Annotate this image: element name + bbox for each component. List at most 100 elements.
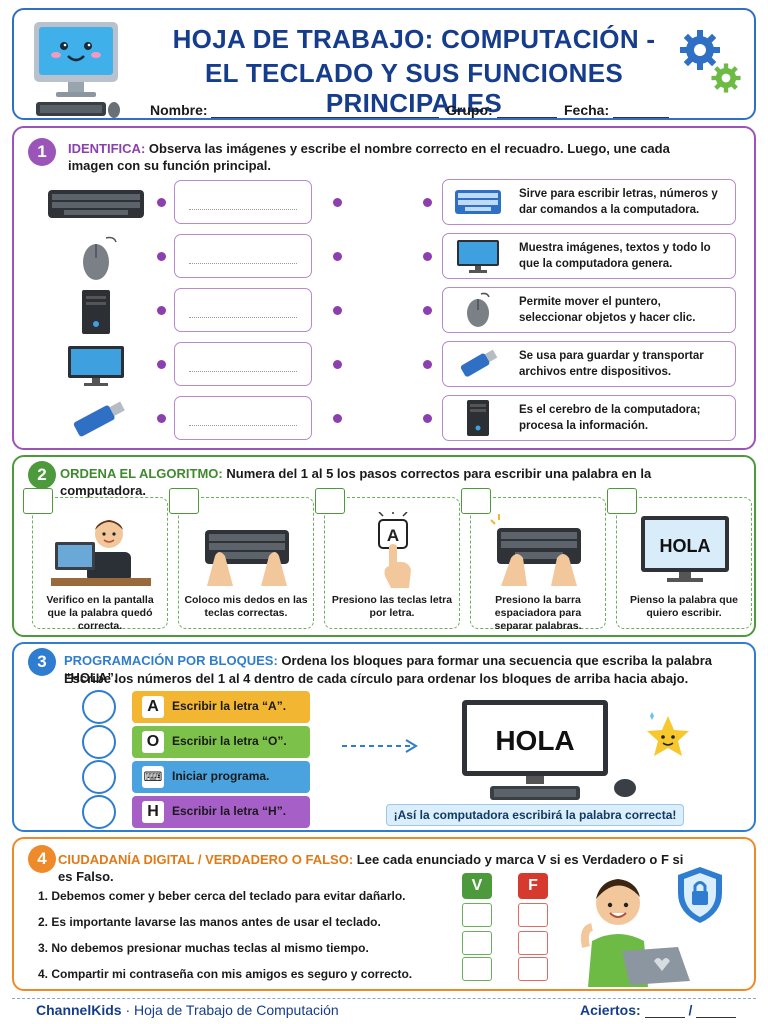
algorithm-step-2: Coloco mis dedos en las teclas correctas…	[169, 488, 314, 629]
step-number-box[interactable]	[607, 488, 637, 514]
block-text: Iniciar programa.	[172, 769, 270, 783]
result-caption: ¡Así la computadora escribirá la palabra…	[386, 804, 684, 826]
footer-divider	[12, 998, 756, 999]
answer-box-3[interactable]	[174, 288, 312, 332]
false-header: F	[518, 873, 548, 899]
definition-text: Se usa para guardar y transportar archiv…	[519, 350, 704, 378]
keyboard-icon	[455, 190, 501, 214]
step-number-box[interactable]	[461, 488, 491, 514]
dashed-arrow-icon	[342, 739, 418, 753]
match-dot-right[interactable]	[423, 360, 432, 369]
match-dot-right[interactable]	[423, 198, 432, 207]
code-block-write-a[interactable]: A Escribir la letra “A”.	[132, 691, 310, 723]
monitor-hola-icon: HOLA	[641, 516, 729, 582]
block-text: Escribir la letra “O”.	[172, 734, 287, 748]
definition-card-2[interactable]: Muestra imágenes, textos y todo lo que l…	[442, 233, 736, 279]
algorithm-step-3: A Presiono las teclas letra por letra.	[315, 488, 460, 629]
monitor-screen-text: HOLA	[495, 725, 574, 756]
statement-4: 4. Compartir mi contraseña con mis amigo…	[38, 967, 413, 981]
step-number-box[interactable]	[23, 488, 53, 514]
kid-at-computer-icon	[51, 520, 151, 586]
score-field[interactable]: Aciertos: /	[580, 1002, 737, 1018]
security-shield-icon	[678, 867, 722, 923]
algorithm-step-4: Presiono la barra espaciadora para separ…	[461, 488, 606, 632]
answer-box-2[interactable]	[174, 234, 312, 278]
false-checkbox-1[interactable]	[518, 903, 548, 927]
monitor-icon	[457, 240, 499, 273]
score-label: Aciertos:	[580, 1002, 641, 1018]
match-dot-left[interactable]	[157, 198, 166, 207]
definition-card-3[interactable]: Permite mover el puntero, seleccionar ob…	[442, 287, 736, 333]
kid-with-laptop-icon	[580, 879, 690, 987]
section-keyword: CIUDADANÍA DIGITAL / VERDADERO O FALSO:	[58, 852, 354, 867]
definition-card-5[interactable]: Es el cerebro de la computadora; procesa…	[442, 395, 736, 441]
match-dot-middle[interactable]	[333, 360, 342, 369]
algorithm-step-1: Verifico en la pantalla que la palabra q…	[23, 488, 168, 632]
false-checkbox-2[interactable]	[518, 931, 548, 955]
section-number: 3	[28, 648, 56, 676]
match-dot-middle[interactable]	[333, 252, 342, 261]
monitor-icon	[68, 346, 124, 386]
step-number-box[interactable]	[315, 488, 345, 514]
match-dot-middle[interactable]	[333, 306, 342, 315]
worksheet-header: HOJA DE TRABAJO: COMPUTACIÓN - EL TECLAD…	[12, 8, 756, 120]
section-block-programming: 3 PROGRAMACIÓN POR BLOQUES: Ordena los b…	[12, 642, 756, 832]
section-instruction-text: Lee cada enunciado y marca V si es Verda…	[58, 852, 684, 884]
order-circle-3[interactable]	[82, 760, 116, 794]
cpu-tower-icon	[467, 400, 489, 436]
finger-press-key-icon: A	[378, 512, 411, 588]
code-block-write-h[interactable]: H Escribir la letra “H”.	[132, 796, 310, 828]
section-instruction-line-2: Escribe los números del 1 al 4 dentro de…	[64, 671, 689, 686]
answer-box-5[interactable]	[174, 396, 312, 440]
mouse-icon	[614, 779, 636, 797]
match-dot-middle[interactable]	[333, 198, 342, 207]
code-block-start-program[interactable]: ⌨ Iniciar programa.	[132, 761, 310, 793]
section-keyword: ORDENA EL ALGORITMO:	[60, 466, 223, 481]
step-caption: Verifico en la pantalla que la palabra q…	[46, 594, 154, 632]
false-checkbox-3[interactable]	[518, 957, 548, 981]
group-field[interactable]: Grupo:	[446, 102, 557, 118]
statement-2: 2. Es importante lavarse las manos antes…	[38, 915, 381, 929]
match-dot-middle[interactable]	[333, 414, 342, 423]
true-checkbox-3[interactable]	[462, 957, 492, 981]
match-dot-right[interactable]	[423, 252, 432, 261]
block-text: Escribir la letra “H”.	[172, 804, 287, 818]
title-line-2: EL TECLADO Y SUS FUNCIONES PRINCIPALES	[204, 58, 624, 118]
step-caption: Coloco mis dedos en las teclas correctas…	[184, 594, 308, 619]
group-label: Grupo:	[446, 102, 493, 118]
statement-3: 3. No debemos presionar muchas teclas al…	[38, 941, 369, 955]
section-instruction: ORDENA EL ALGORITMO: Numera del 1 al 5 l…	[60, 465, 740, 499]
definition-card-4[interactable]: Se usa para guardar y transportar archiv…	[442, 341, 736, 387]
keyboard-icon	[48, 190, 144, 218]
small-gear-icon	[711, 63, 741, 93]
definition-text: Sirve para escribir letras, números y da…	[519, 188, 718, 216]
match-dot-right[interactable]	[423, 414, 432, 423]
match-dot-left[interactable]	[157, 360, 166, 369]
match-dot-left[interactable]	[157, 306, 166, 315]
statement-1: 1. Debemos comer y beber cerca del tecla…	[38, 889, 406, 903]
true-checkbox-2[interactable]	[462, 931, 492, 955]
usb-drive-icon	[460, 349, 498, 377]
answer-box-4[interactable]	[174, 342, 312, 386]
step-number-box[interactable]	[169, 488, 199, 514]
footer-brand: ChannelKids · Hoja de Trabajo de Computa…	[36, 1002, 339, 1018]
algorithm-step-5: HOLA Pienso la palabra que quiero escrib…	[607, 488, 752, 629]
hands-on-keyboard-icon	[205, 530, 289, 586]
order-circle-4[interactable]	[82, 795, 116, 829]
code-block-write-o[interactable]: O Escribir la letra “O”.	[132, 726, 310, 758]
name-field[interactable]: Nombre:	[150, 102, 440, 118]
answer-box-1[interactable]	[174, 180, 312, 224]
section-number: 1	[28, 138, 56, 166]
section-identify: 1 IDENTIFICA: Observa las imágenes y esc…	[12, 126, 756, 450]
match-dot-left[interactable]	[157, 252, 166, 261]
match-dot-right[interactable]	[423, 306, 432, 315]
block-letter: H	[142, 801, 164, 823]
true-checkbox-1[interactable]	[462, 903, 492, 927]
order-circle-2[interactable]	[82, 725, 116, 759]
order-circle-1[interactable]	[82, 690, 116, 724]
section-instruction-text: Numera del 1 al 5 los pasos correctos pa…	[60, 466, 652, 498]
usb-drive-icon	[73, 401, 125, 437]
date-field[interactable]: Fecha:	[564, 102, 670, 118]
match-dot-left[interactable]	[157, 414, 166, 423]
definition-card-1[interactable]: Sirve para escribir letras, números y da…	[442, 179, 736, 225]
